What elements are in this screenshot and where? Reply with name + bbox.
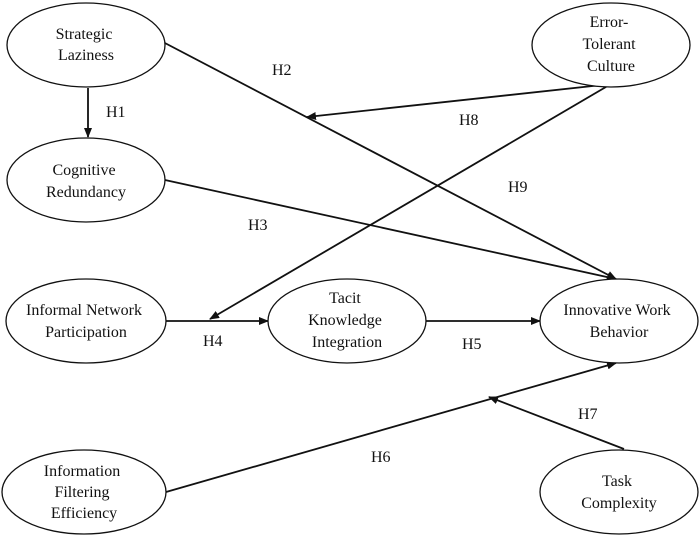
node-cognitive-redundancy: Cognitive Redundancy <box>6 137 166 223</box>
edge-h2 <box>162 41 617 280</box>
svg-text:Error- Tolerant Cu: Error- Tolerant Culture <box>582 14 639 75</box>
label-h3: H3 <box>248 217 268 234</box>
label-h6: H6 <box>371 449 391 466</box>
svg-text:Informal Network Partici: Informal Network Participation <box>26 302 146 341</box>
node-innovative-work-behavior: Innovative Work Behavior <box>539 278 699 364</box>
node-informal-network-participation: Informal Network Participation <box>5 278 167 364</box>
edge-h6 <box>165 361 617 493</box>
edge-h3 <box>164 179 617 281</box>
node-error-tolerant-culture: Error- Tolerant Culture <box>531 2 691 88</box>
edge-h8 <box>306 83 612 121</box>
label-h5: H5 <box>462 336 482 353</box>
label-h8: H8 <box>459 112 479 129</box>
label-h1: H1 <box>106 104 126 121</box>
edge-h7 <box>488 396 625 450</box>
node-information-filtering-efficiency: Information Filtering Efficiency <box>1 449 167 535</box>
node-tacit-knowledge-integration: Tacit Knowledge Integration <box>267 278 427 364</box>
svg-text:Innovative Work Behavior: Innovative Work Behavior <box>563 302 674 341</box>
label-h2: H2 <box>272 62 292 79</box>
svg-text:Strategic Laziness: Strategic Laziness <box>56 26 117 64</box>
svg-text:Tacit Knowledge In: Tacit Knowledge Integration <box>308 290 386 351</box>
svg-text:Task Complexity: Task Complexity <box>581 473 657 512</box>
svg-text:Cognitive Redundancy: Cognitive Redundancy <box>46 162 126 201</box>
node-task-complexity: Task Complexity <box>539 449 699 535</box>
svg-text:Information Filtering: Information Filtering Efficiency <box>44 463 124 522</box>
label-h9: H9 <box>508 179 528 196</box>
node-strategic-laziness: Strategic Laziness <box>6 2 166 88</box>
label-h7: H7 <box>578 406 598 423</box>
edge-h9 <box>209 83 612 320</box>
label-h4: H4 <box>203 333 223 350</box>
